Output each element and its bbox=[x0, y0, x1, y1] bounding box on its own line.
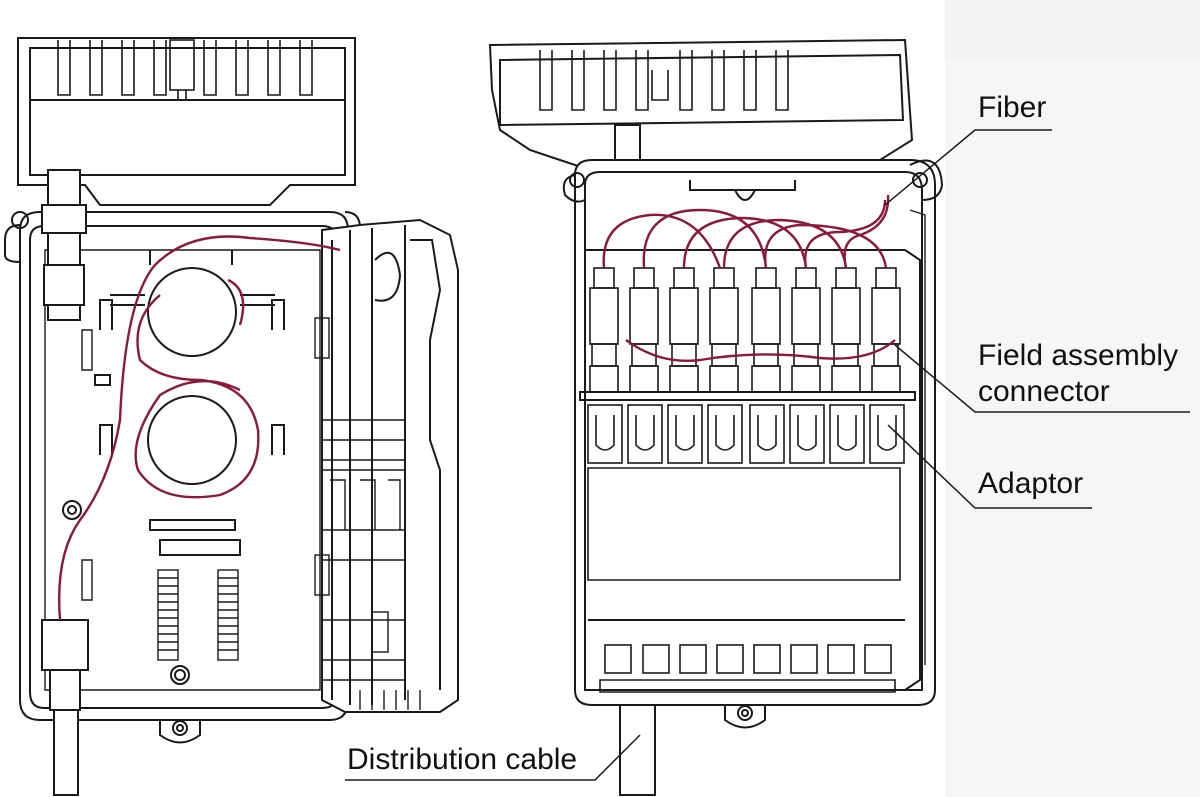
connector-7 bbox=[831, 267, 861, 393]
right-fibers bbox=[602, 194, 896, 362]
bottom-ports bbox=[599, 644, 896, 693]
distribution-cable-leader bbox=[345, 734, 641, 781]
adaptor-7 bbox=[829, 404, 865, 464]
adaptor-6 bbox=[789, 404, 825, 464]
leader-lines bbox=[345, 129, 1190, 781]
left-body bbox=[4, 211, 361, 744]
adaptor-label: Adaptor bbox=[978, 467, 1084, 500]
left-unit bbox=[4, 37, 459, 796]
splice-tray-left bbox=[157, 569, 179, 661]
fiber-label: Fiber bbox=[978, 91, 1047, 124]
right-top-cap bbox=[488, 38, 914, 177]
adaptor-5 bbox=[749, 404, 785, 464]
adaptor-3 bbox=[667, 404, 703, 464]
connector-8 bbox=[871, 267, 901, 393]
field-assembly-label-line2: connector bbox=[978, 375, 1110, 408]
right-unit bbox=[488, 38, 944, 796]
field-assembly-leader bbox=[894, 344, 1190, 413]
connector-1 bbox=[589, 267, 619, 393]
fiber-leader bbox=[884, 129, 1052, 206]
adaptor-2 bbox=[627, 404, 663, 464]
distribution-cable-label: Distribution cable bbox=[347, 743, 578, 776]
adaptor-8 bbox=[869, 404, 905, 464]
left-hinge-panel bbox=[314, 218, 459, 713]
field-assembly-label-line1: Field assembly bbox=[978, 339, 1179, 372]
field-assembly-connector-label: Field assembly connector bbox=[978, 338, 1198, 410]
left-fibers bbox=[57, 235, 341, 621]
left-cable-clamps bbox=[41, 169, 89, 796]
adaptor-1 bbox=[587, 404, 623, 464]
adaptor-leader bbox=[887, 424, 1092, 509]
right-page-area bbox=[945, 60, 1200, 797]
left-top-cap bbox=[17, 37, 356, 206]
adaptors bbox=[587, 404, 905, 464]
adaptor-4 bbox=[707, 404, 743, 464]
right-body bbox=[562, 159, 944, 729]
splice-tray-right bbox=[217, 569, 239, 661]
